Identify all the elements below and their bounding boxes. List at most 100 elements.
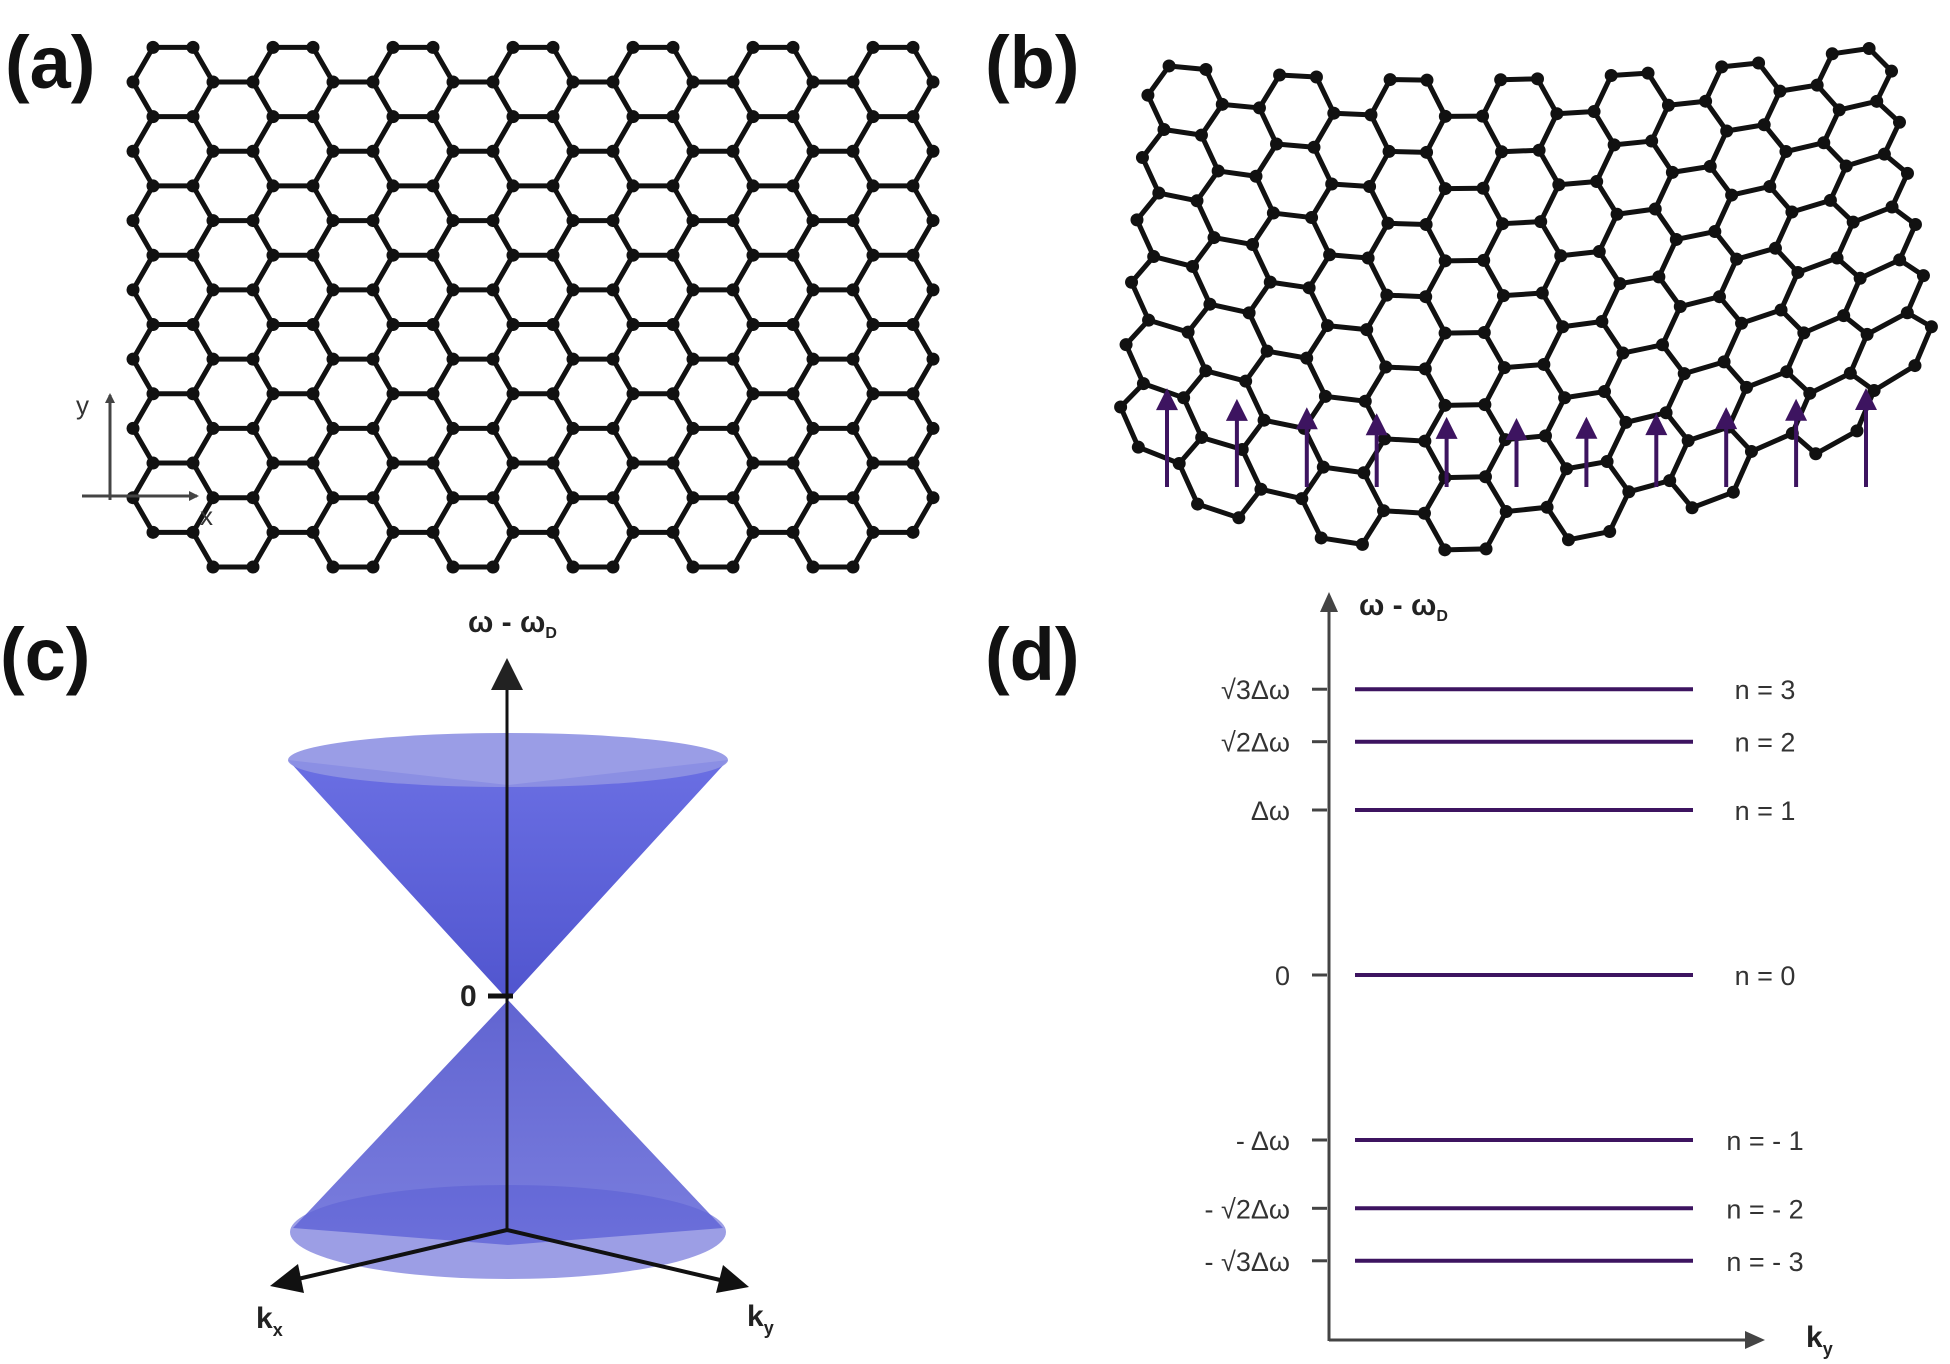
lattice-atom	[1853, 271, 1867, 285]
lattice-bond	[1541, 363, 1567, 400]
lattice-atom	[126, 421, 140, 435]
lattice-atom	[206, 144, 220, 158]
lattice-atom	[1119, 338, 1133, 352]
lattice-atom	[926, 352, 940, 366]
lattice-atom	[666, 179, 680, 193]
lattice-atom	[186, 525, 200, 539]
d-ky-label: ky	[1806, 1321, 1833, 1359]
lattice-bond	[130, 219, 156, 257]
lattice-bond	[1731, 450, 1754, 494]
lattice-bond	[790, 427, 816, 465]
lattice-bond	[550, 150, 576, 188]
level-energy-label: - √3Δω	[1205, 1247, 1290, 1277]
lattice-atom	[726, 560, 740, 574]
lattice-atom	[206, 283, 220, 297]
lattice-atom	[666, 317, 680, 331]
lattice-atom	[366, 421, 380, 435]
lattice-atom	[1497, 361, 1511, 375]
lattice-atom	[326, 421, 340, 435]
lattice-atom	[1661, 98, 1675, 112]
lattice-atom	[1877, 147, 1891, 161]
lattice-bond	[610, 115, 636, 153]
lattice-bond	[310, 115, 336, 153]
lattice-atom	[146, 525, 160, 539]
lattice-atom	[906, 387, 920, 401]
lattice-atom	[746, 317, 760, 331]
lattice-bond	[670, 392, 696, 430]
lattice-atom	[686, 560, 700, 574]
lattice-atom	[186, 110, 200, 124]
lattice-atom	[1438, 326, 1452, 340]
lattice-bond	[250, 531, 276, 569]
lattice-bond	[1213, 235, 1254, 248]
lattice-bond	[1567, 529, 1611, 543]
lattice-atom	[206, 491, 220, 505]
omega-axis-arrowhead	[491, 658, 523, 690]
lattice-atom	[626, 110, 640, 124]
lattice-atom	[726, 491, 740, 505]
lattice-atom	[146, 110, 160, 124]
lattice-bond	[850, 80, 876, 118]
lattice-bond	[1309, 182, 1334, 219]
lattice-atom	[1364, 108, 1378, 122]
lattice-atom	[566, 144, 580, 158]
strain-arrowhead	[1156, 388, 1178, 411]
lattice-bond	[850, 496, 876, 534]
lattice-atom	[1730, 252, 1744, 266]
lattice-bond	[670, 357, 696, 396]
lattice-atom	[1194, 128, 1208, 142]
lattice-bond	[490, 357, 516, 396]
lattice-atom	[426, 179, 440, 193]
lattice-atom	[306, 179, 320, 193]
lattice-atom	[1157, 122, 1171, 136]
lattice-atom	[206, 75, 220, 89]
lattice-atom	[726, 352, 740, 366]
lattice-atom	[686, 75, 700, 89]
lattice-atom	[746, 456, 760, 470]
kx-arrowhead	[270, 1264, 304, 1293]
lattice-atom	[806, 283, 820, 297]
lattice-bond	[910, 115, 936, 153]
lattice-bond	[130, 184, 156, 222]
lattice-atom	[566, 352, 580, 366]
lattice-atom	[1477, 253, 1491, 267]
lattice-atom	[1669, 232, 1683, 246]
lattice-atom	[1663, 474, 1677, 488]
lattice-atom	[186, 387, 200, 401]
lattice-bond	[310, 150, 336, 188]
lattice-atom	[186, 248, 200, 262]
lattice-bond	[1253, 175, 1276, 215]
lattice-atom	[1908, 359, 1922, 373]
lattice-atom	[366, 560, 380, 574]
lattice-bond	[1181, 396, 1204, 439]
lattice-atom	[1190, 194, 1204, 208]
lattice-atom	[1604, 69, 1618, 83]
lattice-atom	[626, 456, 640, 470]
lattice-bond	[310, 357, 336, 396]
lattice-bond	[310, 323, 336, 361]
lattice-atom	[1252, 101, 1266, 115]
lattice-bond	[1602, 351, 1626, 393]
lattice-atom	[666, 525, 680, 539]
lattice-atom	[1438, 254, 1452, 268]
lattice-atom	[866, 40, 880, 54]
strain-arrowhead	[1505, 417, 1528, 440]
lattice-atom	[306, 525, 320, 539]
lattice-atom	[1870, 94, 1884, 108]
lattice-atom	[906, 525, 920, 539]
y-axis-label: y	[76, 390, 89, 420]
lattice-bond	[490, 392, 516, 430]
lattice-bond	[850, 253, 876, 292]
lattice-atom	[1681, 434, 1695, 448]
lattice-atom	[686, 144, 700, 158]
lattice-bond	[1423, 223, 1448, 262]
lattice-atom	[1355, 537, 1369, 551]
lattice-bond	[1364, 293, 1390, 331]
lattice-atom	[906, 179, 920, 193]
lattice-bond	[250, 115, 276, 153]
lattice-bond	[1750, 431, 1794, 454]
lattice-bond	[370, 531, 396, 569]
lattice-bond	[1482, 366, 1507, 406]
lattice-atom	[746, 387, 760, 401]
lattice-atom	[486, 421, 500, 435]
